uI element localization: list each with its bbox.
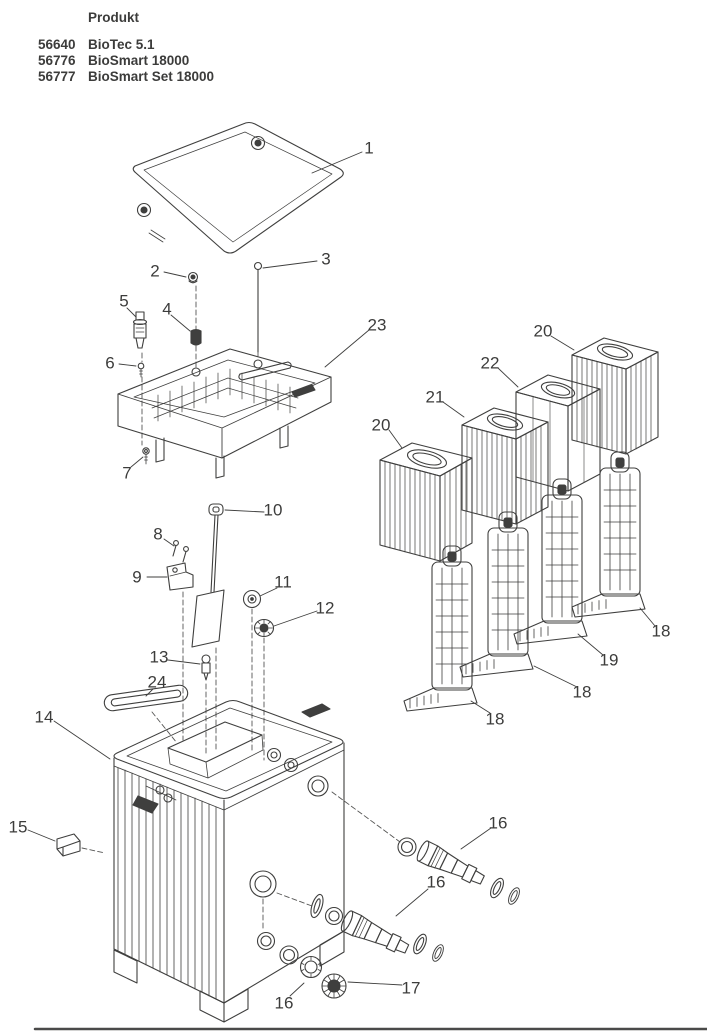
callout-18: 18 [572, 682, 592, 702]
callout-16: 16 [274, 993, 294, 1013]
callout-4: 4 [162, 299, 172, 319]
callout-17: 17 [401, 978, 421, 998]
part-6-screw [137, 362, 145, 378]
part-22-foam-fine [515, 374, 601, 492]
callout-16: 16 [488, 813, 508, 833]
product-name: BioSmart 18000 [88, 53, 190, 68]
part-18-holder-2 [459, 511, 534, 678]
callout-13: 13 [149, 647, 169, 667]
part-13-drain-valve [201, 654, 211, 681]
product-name: BioSmart Set 18000 [88, 69, 215, 84]
product-number: 56776 [38, 53, 76, 68]
callout-3: 3 [321, 249, 331, 269]
part-19-holder [513, 478, 588, 645]
product-number: 56640 [38, 37, 76, 52]
callout-23: 23 [367, 315, 387, 335]
callout-24: 24 [147, 672, 167, 692]
callout-21: 21 [425, 387, 445, 407]
callout-1: 1 [364, 138, 374, 158]
product-name: BioTec 5.1 [88, 37, 155, 52]
callout-15: 15 [8, 817, 28, 837]
product-row: 56640 BioTec 5.1 [38, 37, 155, 52]
part-23-tray [117, 348, 332, 479]
part-15-clip [56, 833, 81, 857]
product-row: 56777 BioSmart Set 18000 [38, 69, 214, 84]
part-24-gasket [103, 684, 189, 712]
part-21-foam [461, 407, 549, 525]
callout-2: 2 [150, 261, 160, 281]
part-5-inlet-nozzle [132, 311, 148, 349]
part-10-cleaning-handle [191, 503, 225, 648]
callout-18: 18 [485, 709, 505, 729]
callout-19: 19 [599, 650, 619, 670]
part-14-tank [113, 699, 345, 1023]
part-12-knob [253, 618, 275, 638]
part-11-seal-disc [242, 589, 262, 609]
part-18-holder-1 [403, 545, 478, 712]
callout-7: 7 [122, 463, 132, 483]
part-7-screw [142, 447, 150, 465]
part-2-grommet [187, 271, 199, 284]
callout-22: 22 [480, 353, 500, 373]
callout-20: 20 [533, 321, 553, 341]
part-16-fitting-a [397, 837, 523, 907]
part-9-bracket [166, 562, 194, 591]
callout-8: 8 [153, 524, 163, 544]
part-4-plug [190, 328, 202, 346]
callout-6: 6 [105, 353, 115, 373]
callout-18: 18 [651, 621, 671, 641]
leader-lines [27, 151, 656, 997]
part-20-foam-right [571, 337, 659, 455]
part-16-17-fitting-c [256, 931, 347, 999]
callout-11: 11 [274, 572, 292, 592]
products-title: Produkt [88, 10, 140, 25]
part-1-lid [132, 121, 344, 254]
callout-12: 12 [315, 598, 335, 618]
part-3-pin [253, 261, 263, 353]
part-18-holder-3 [571, 451, 646, 618]
callout-14: 14 [34, 707, 54, 727]
part-8-screws [172, 540, 189, 563]
callout-5: 5 [119, 291, 129, 311]
product-number: 56777 [38, 69, 76, 84]
construction-lines [81, 270, 401, 930]
callout-20: 20 [371, 415, 391, 435]
callout-10: 10 [263, 500, 283, 520]
part-20-foam-left [379, 442, 473, 562]
callout-9: 9 [132, 567, 142, 587]
part-16-fitting-b [310, 893, 447, 964]
callout-16: 16 [426, 872, 446, 892]
product-row: 56776 BioSmart 18000 [38, 53, 189, 68]
